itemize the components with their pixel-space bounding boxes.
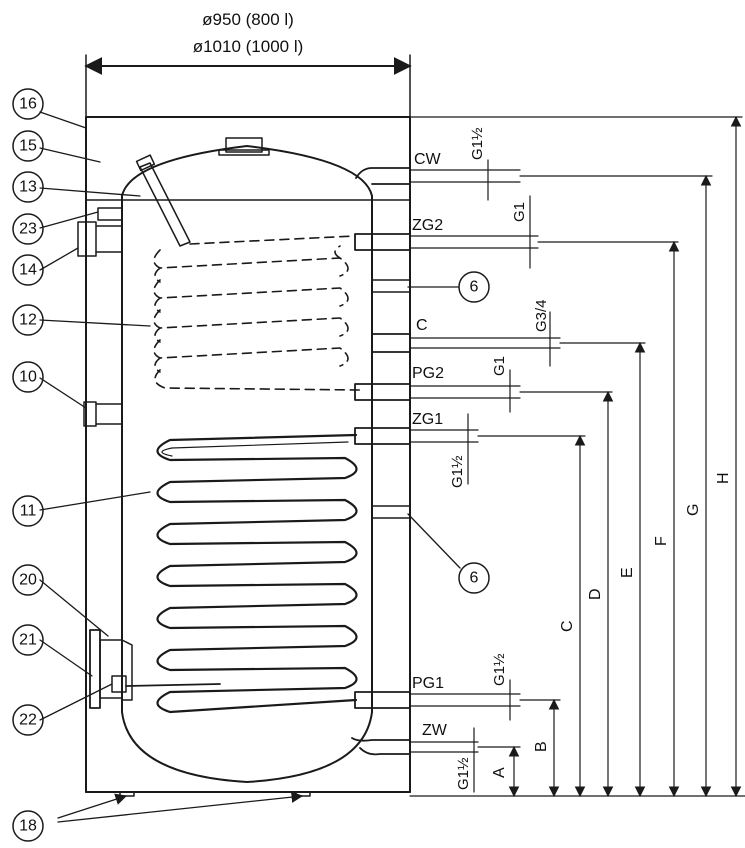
label-zg2: ZG2 xyxy=(412,217,443,234)
svg-text:21: 21 xyxy=(19,632,37,649)
label-zg1: ZG1 xyxy=(412,411,443,428)
callout-18: 18 xyxy=(12,810,44,842)
svg-text:10: 10 xyxy=(19,369,37,386)
thread-zg1: G1½ xyxy=(449,455,466,488)
outer-casing xyxy=(85,116,411,797)
svg-text:13: 13 xyxy=(19,179,37,196)
label-c-connection: C xyxy=(416,317,428,334)
callout-6-lower: 6 xyxy=(458,562,490,594)
thread-pg1: G1½ xyxy=(491,653,508,686)
dim-e: E xyxy=(619,567,636,578)
svg-text:20: 20 xyxy=(19,572,37,589)
callout-14: 14 xyxy=(12,254,44,286)
callout-15: 15 xyxy=(12,130,44,162)
svg-text:16: 16 xyxy=(19,96,37,113)
callout-11: 11 xyxy=(12,495,44,527)
callout-leaders xyxy=(39,111,461,823)
svg-text:23: 23 xyxy=(19,221,37,238)
lower-coil xyxy=(125,433,358,714)
thread-zg2: G1 xyxy=(511,202,528,222)
callout-23: 23 xyxy=(12,213,44,245)
height-dimensions: A B C D E F G H xyxy=(409,115,745,798)
callout-21: 21 xyxy=(12,624,44,656)
svg-text:6: 6 xyxy=(470,570,479,587)
thread-markers xyxy=(467,159,551,793)
dim-c: C xyxy=(559,620,576,632)
svg-text:18: 18 xyxy=(19,818,37,835)
dim-g: G xyxy=(685,504,702,516)
callout-22: 22 xyxy=(12,704,44,736)
label-cw: CW xyxy=(414,151,442,168)
dim-a: A xyxy=(491,767,508,778)
diameter-800: ø950 (800 l) xyxy=(202,10,294,29)
callout-16: 16 xyxy=(12,88,44,120)
svg-text:22: 22 xyxy=(19,712,37,729)
diameter-1000: ø1010 (1000 l) xyxy=(193,37,304,56)
label-pg2: PG2 xyxy=(412,365,444,382)
upper-coil xyxy=(153,235,361,391)
callout-6-upper: 6 xyxy=(458,271,490,303)
dim-b: B xyxy=(533,741,550,752)
svg-text:11: 11 xyxy=(20,503,37,520)
callouts: 16 15 13 23 14 12 10 11 20 21 22 18 6 6 xyxy=(12,88,490,842)
dim-f: F xyxy=(653,536,670,546)
thread-zw: G1½ xyxy=(455,757,472,790)
connection-pipes xyxy=(351,167,561,756)
callout-20: 20 xyxy=(12,564,44,596)
callout-13: 13 xyxy=(12,171,44,203)
svg-text:14: 14 xyxy=(19,262,37,279)
svg-text:12: 12 xyxy=(19,312,37,329)
dim-d: D xyxy=(587,588,604,600)
svg-text:6: 6 xyxy=(470,279,479,296)
label-pg1: PG1 xyxy=(412,675,444,692)
connection-labels: CW ZG2 C PG2 ZG1 PG1 ZW xyxy=(412,151,448,739)
label-zw: ZW xyxy=(422,722,448,739)
thread-c: G3/4 xyxy=(533,299,550,332)
callout-12: 12 xyxy=(12,304,44,336)
thread-labels: G1½ G1 G3/4 G1 G1½ G1½ G1½ xyxy=(449,127,550,790)
dim-h: H xyxy=(715,472,732,484)
callout-10: 10 xyxy=(12,361,44,393)
svg-text:15: 15 xyxy=(19,138,37,155)
thread-cw: G1½ xyxy=(469,127,486,160)
thread-pg2: G1 xyxy=(491,356,508,376)
